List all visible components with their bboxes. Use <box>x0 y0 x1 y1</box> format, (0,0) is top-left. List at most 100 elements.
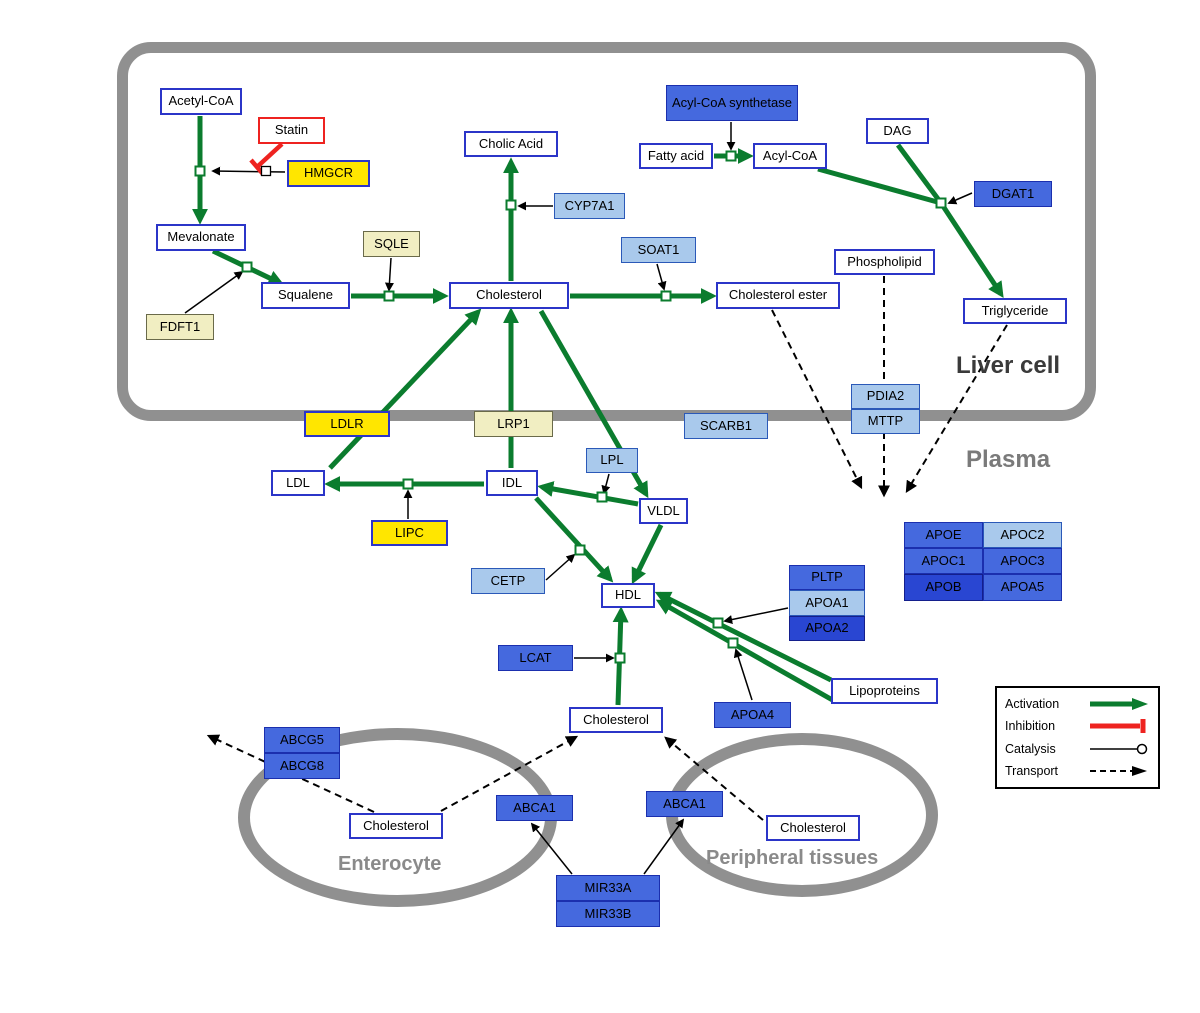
node-abcg8[interactable]: ABCG8 <box>264 753 340 779</box>
inhibition-tbar-icon <box>1090 719 1146 734</box>
node-pdia2[interactable]: PDIA2 <box>851 384 920 409</box>
node-lrp1[interactable]: LRP1 <box>474 411 553 437</box>
node-pltp[interactable]: PLTP <box>789 565 865 590</box>
node-vldl[interactable]: VLDL <box>639 498 688 524</box>
node-label: SQLE <box>374 235 409 251</box>
node-apoa5[interactable]: APOA5 <box>983 574 1062 601</box>
node-ldlr[interactable]: LDLR <box>304 411 390 437</box>
node-label: FDFT1 <box>159 318 201 334</box>
liver-cell-region <box>117 42 1096 421</box>
node-label: LIPC <box>395 524 424 540</box>
node-apoc3[interactable]: APOC3 <box>983 548 1062 574</box>
node-lpl[interactable]: LPL <box>586 448 638 473</box>
node-lcat[interactable]: LCAT <box>498 645 573 671</box>
node-acyl-coa[interactable]: Acyl-CoA <box>753 143 827 169</box>
node-mttp[interactable]: MTTP <box>851 409 920 434</box>
node-soat1[interactable]: SOAT1 <box>621 237 696 263</box>
reaction-node <box>935 197 947 209</box>
node-lipc[interactable]: LIPC <box>371 520 448 546</box>
reaction-node <box>574 544 586 556</box>
node-fatty-acid[interactable]: Fatty acid <box>639 143 713 169</box>
node-label: APOB <box>925 579 962 595</box>
node-apob[interactable]: APOB <box>904 574 983 601</box>
edge-idl-to-hdl <box>534 496 614 583</box>
edge-vldl-to-hdl <box>631 523 664 585</box>
catalysis-circle-icon <box>1090 743 1148 754</box>
node-mir33a[interactable]: MIR33A <box>556 875 660 901</box>
node-cyp7a1[interactable]: CYP7A1 <box>554 193 625 219</box>
reaction-node <box>505 199 517 211</box>
reaction-node <box>712 617 724 629</box>
node-label: Lipoproteins <box>849 682 920 698</box>
edge-vldl-to-idl <box>537 481 639 507</box>
node-label: Cholesterol <box>476 287 542 303</box>
node-label: Squalene <box>278 287 333 303</box>
node-statin[interactable]: Statin <box>258 117 325 144</box>
node-ldl[interactable]: LDL <box>271 470 325 496</box>
node-label: APOC1 <box>921 552 966 568</box>
node-label: ABCG8 <box>279 757 325 773</box>
node-sqle[interactable]: SQLE <box>363 231 420 257</box>
reaction-node <box>194 165 206 177</box>
reaction-node <box>596 491 608 503</box>
node-cholesterol-plasma[interactable]: Cholesterol <box>569 707 663 733</box>
node-label: ABCG5 <box>279 731 325 747</box>
node-cholesterol-liver[interactable]: Cholesterol <box>449 282 569 309</box>
node-dag[interactable]: DAG <box>866 118 929 144</box>
node-acyl-coa-synthetase[interactable]: Acyl-CoA synthetase <box>666 85 798 121</box>
node-mir33b[interactable]: MIR33B <box>556 901 660 927</box>
node-phospholipid[interactable]: Phospholipid <box>834 249 935 275</box>
node-apoa1[interactable]: APOA1 <box>789 590 865 616</box>
edge-lipoproteins-to-hdl-2 <box>655 599 838 705</box>
node-apoa4[interactable]: APOA4 <box>714 702 791 728</box>
node-dgat1[interactable]: DGAT1 <box>974 181 1052 207</box>
node-apoc2[interactable]: APOC2 <box>983 522 1062 548</box>
node-fdft1[interactable]: FDFT1 <box>146 314 214 340</box>
node-lipoproteins[interactable]: Lipoproteins <box>831 678 938 704</box>
node-label: PLTP <box>811 569 843 585</box>
node-label: MIR33A <box>584 879 632 895</box>
node-scarb1[interactable]: SCARB1 <box>684 413 768 439</box>
edge-cetp-catalysis <box>545 553 576 581</box>
node-apoe[interactable]: APOE <box>904 522 983 548</box>
node-label: PDIA2 <box>866 388 905 404</box>
node-cholesterol-enterocyte[interactable]: Cholesterol <box>349 813 443 839</box>
liver-cell-label: Liver cell <box>956 352 1061 379</box>
node-abca1-peripheral[interactable]: ABCA1 <box>646 791 723 817</box>
node-apoc1[interactable]: APOC1 <box>904 548 983 574</box>
node-cholic-acid[interactable]: Cholic Acid <box>464 131 558 157</box>
node-squalene[interactable]: Squalene <box>261 282 350 309</box>
edge-enterocyte-to-plasma <box>440 735 579 812</box>
edge-triglyceride-transport <box>905 324 1008 494</box>
catalysis-node <box>260 165 272 177</box>
node-label: APOA5 <box>1000 579 1045 595</box>
node-label: MIR33B <box>584 905 632 921</box>
node-label: Acyl-CoA <box>762 147 818 163</box>
enterocyte-label: Enterocyte <box>338 853 442 875</box>
peripheral-tissues-label: Peripheral tissues <box>706 847 879 869</box>
node-idl[interactable]: IDL <box>486 470 538 496</box>
node-triglyceride[interactable]: Triglyceride <box>963 298 1067 324</box>
edge-acylcoa-to-junction <box>817 166 942 206</box>
node-acetyl-coa[interactable]: Acetyl-CoA <box>160 88 242 115</box>
node-abcg5[interactable]: ABCG5 <box>264 727 340 753</box>
reaction-node <box>241 261 253 273</box>
node-cholesterol-ester[interactable]: Cholesterol ester <box>716 282 840 309</box>
edge-mir33-to-abca1-peripheral <box>643 818 685 875</box>
node-label: LRP1 <box>497 415 530 431</box>
node-label: APOA1 <box>805 594 849 610</box>
node-label: Phospholipid <box>847 253 922 269</box>
node-abca1-enterocyte[interactable]: ABCA1 <box>496 795 573 821</box>
node-cetp[interactable]: CETP <box>471 568 545 594</box>
node-cholesterol-peripheral[interactable]: Cholesterol <box>766 815 860 841</box>
node-mevalonate[interactable]: Mevalonate <box>156 224 246 251</box>
node-hdl[interactable]: HDL <box>601 583 655 608</box>
node-hmgcr[interactable]: HMGCR <box>287 160 370 187</box>
reaction-node <box>402 478 414 490</box>
node-apoa2[interactable]: APOA2 <box>789 616 865 641</box>
node-label: MTTP <box>867 413 904 429</box>
node-label: Fatty acid <box>647 147 705 163</box>
node-label: SOAT1 <box>637 241 680 257</box>
node-label: VLDL <box>647 502 680 518</box>
